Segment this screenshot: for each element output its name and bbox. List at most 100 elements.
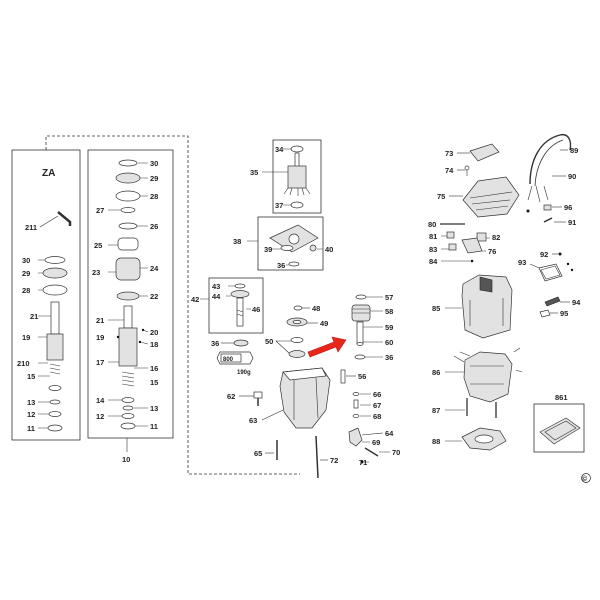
label-36: 36 (385, 353, 393, 362)
label-30: 30 (22, 256, 30, 265)
leader-lines (363, 296, 383, 358)
leader-lines (275, 340, 291, 354)
dashed-connector (45, 135, 300, 475)
motor-cover-part (462, 176, 520, 218)
motor-housing-parts: 85 86 87 88 (432, 274, 523, 451)
copyright-mark: © (582, 475, 588, 483)
label-90: 90 (568, 172, 576, 181)
label-76: 76 (488, 247, 496, 256)
hex-key-part (57, 211, 72, 226)
label-50: 50 (265, 337, 273, 346)
label-210: 210 (17, 359, 30, 368)
label-40: 40 (325, 245, 333, 254)
pin-part (116, 335, 120, 339)
housing-edges (293, 377, 319, 420)
baffle-hole (474, 434, 494, 444)
label-18: 18 (150, 340, 158, 349)
label-27: 27 (96, 206, 104, 215)
switch-part (544, 296, 561, 307)
spring-part (353, 399, 359, 409)
clutch-part (115, 257, 141, 281)
case-lid (544, 420, 577, 441)
label-24: 24 (150, 264, 159, 273)
label-13: 13 (150, 404, 158, 413)
label-74: 74 (445, 166, 454, 175)
label-75: 75 (437, 192, 445, 201)
brush-part (446, 231, 455, 239)
motor-housing-part (461, 274, 513, 339)
bearing-part (280, 245, 294, 251)
label-57: 57 (385, 293, 393, 302)
badge-plate-part (469, 143, 500, 162)
tool-holder-parts: 57 58 59 60 36 (351, 293, 393, 362)
bearing-plate-assembly: 38 39 40 36 (233, 216, 333, 271)
washer-part (121, 397, 135, 403)
screw-part (470, 259, 474, 263)
cable-part (529, 133, 572, 185)
label-34: 34 (275, 145, 284, 154)
label-89: 89 (570, 146, 578, 155)
label-19: 19 (22, 333, 30, 342)
label-11: 11 (27, 424, 35, 433)
gear-assembly-42: 43 44 46 42 (191, 277, 264, 334)
label-87: 87 (432, 406, 440, 415)
label-29: 29 (150, 174, 158, 183)
label-13: 13 (27, 398, 35, 407)
label-86: 86 (432, 368, 440, 377)
ring-part (116, 291, 140, 301)
leader-lines (441, 235, 490, 239)
washer-part (352, 392, 360, 396)
spindle-body-part (118, 327, 138, 367)
brush-part (448, 243, 457, 251)
label-44: 44 (212, 292, 221, 301)
grease-amount: 800 (223, 357, 234, 363)
spring-part (49, 363, 61, 375)
field-wires (453, 347, 523, 373)
pin-part (356, 321, 364, 345)
label-11: 11 (150, 422, 158, 431)
ring-part (118, 222, 138, 230)
pin-part (309, 244, 317, 252)
label-73: 73 (445, 149, 453, 158)
label-70: 70 (392, 448, 400, 457)
assembly-10-frame (87, 149, 174, 439)
label-15: 15 (150, 378, 158, 387)
label-39: 39 (264, 245, 272, 254)
label-42: 42 (191, 295, 199, 304)
strain-relief-part (543, 217, 553, 223)
cable-wires (527, 185, 549, 203)
label-20: 20 (150, 328, 158, 337)
leader-lines (441, 248, 486, 252)
bearing-part (115, 172, 141, 184)
clamp-part (543, 204, 552, 211)
washer-part (49, 399, 61, 405)
label-36: 36 (277, 261, 285, 270)
leader-lines (361, 432, 384, 443)
leader-lines (247, 240, 323, 266)
label-38: 38 (233, 237, 241, 246)
label-12: 12 (27, 410, 35, 419)
label-84: 84 (429, 257, 438, 266)
label-93: 93 (518, 258, 526, 267)
leader-lines (364, 451, 390, 463)
screw-part (558, 252, 562, 256)
label-14: 14 (96, 396, 105, 405)
long-screw-part (315, 435, 319, 479)
armature-frame (272, 139, 322, 214)
spindle-body-part (46, 333, 64, 361)
label-23: 23 (92, 268, 100, 277)
brush-holder-part (476, 232, 487, 242)
bearing-plate-frame (257, 216, 324, 271)
label-83: 83 (429, 245, 437, 254)
bearing-part (42, 267, 68, 279)
oring-part (288, 261, 300, 267)
label-60: 60 (385, 338, 393, 347)
label-211: 211 (25, 223, 37, 232)
label-10: 10 (122, 455, 130, 464)
cable-sheath (534, 139, 564, 187)
spindle-part (123, 305, 133, 329)
leader-lines (360, 393, 371, 417)
washer-part (122, 405, 134, 411)
housing-top (282, 367, 327, 381)
